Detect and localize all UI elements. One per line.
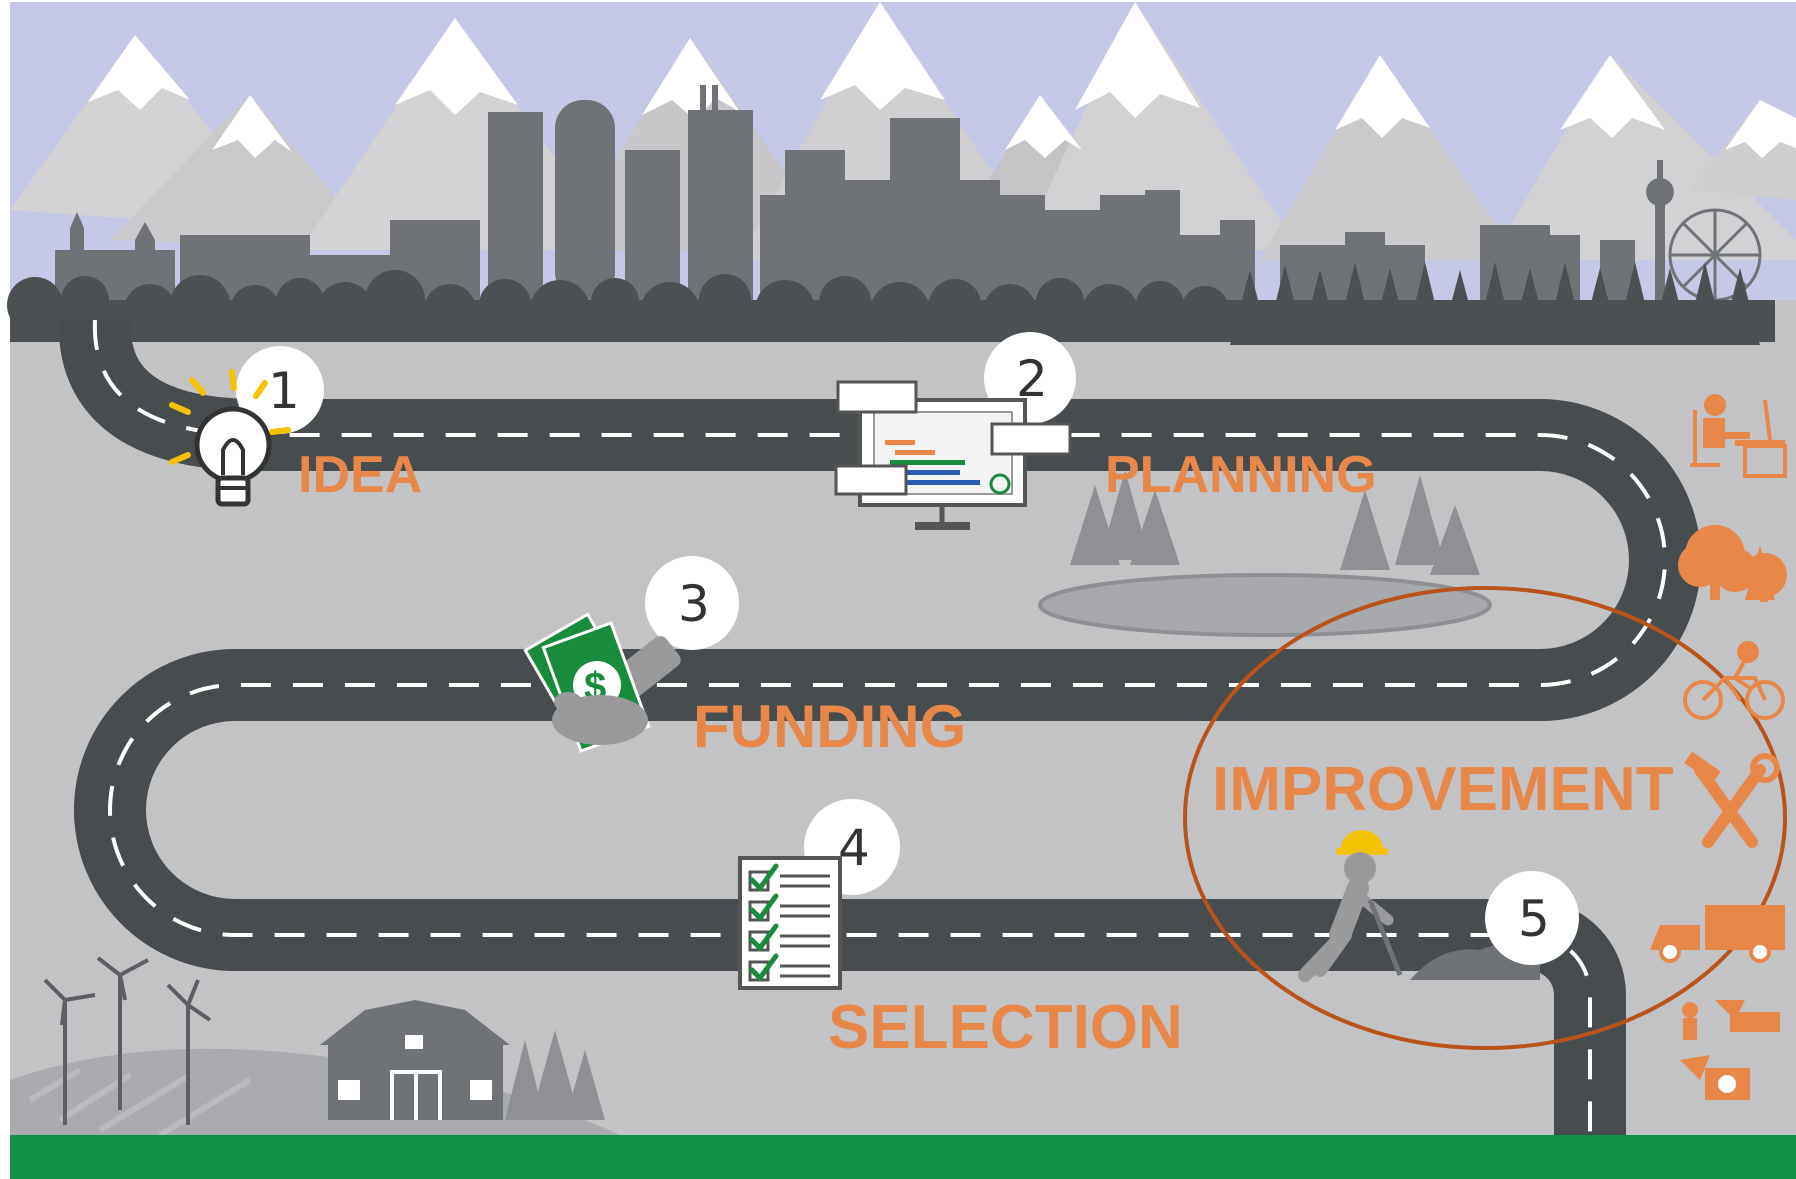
barn-icon xyxy=(320,1000,510,1120)
office-desk-icon xyxy=(1690,394,1787,478)
right-side-icons xyxy=(1650,394,1787,1100)
hammer-wrench-icon xyxy=(1684,751,1780,848)
stage-3-number: 3 xyxy=(678,575,710,633)
ferris-wheel-icon xyxy=(1668,208,1762,302)
stage-planning: 2 PLANNING xyxy=(834,332,1377,530)
stage-funding: 3 $ FUNDING xyxy=(523,556,966,760)
money-hand-icon: $ xyxy=(523,612,681,753)
grass-strip xyxy=(10,1135,1796,1179)
lightbulb-icon xyxy=(169,369,291,507)
stage-3-label: FUNDING xyxy=(693,693,966,760)
tree-line xyxy=(7,262,1775,345)
pine-trees-center xyxy=(1070,470,1480,575)
wind-turbines-icon xyxy=(43,956,212,1125)
stage-4-label: SELECTION xyxy=(828,993,1183,1062)
stage-1-label: IDEA xyxy=(298,446,422,504)
checklist-icon xyxy=(738,856,842,990)
stage-improvement: 5 IMPROVEMENT xyxy=(1183,586,1787,1050)
construction-worker-icon xyxy=(1298,830,1403,982)
stage-1-badge xyxy=(236,346,324,434)
pine-trees-barn xyxy=(505,1030,605,1120)
stage-idea: 1 IDEA xyxy=(169,346,422,507)
stage-1-number: 1 xyxy=(268,362,300,420)
orange-trees-icon xyxy=(1678,525,1787,602)
stage-3-badge xyxy=(645,556,739,650)
gantt-monitor-icon xyxy=(834,380,1072,530)
stage-selection: 4 SELECTION xyxy=(738,799,1183,1062)
stage-5-badge xyxy=(1485,871,1579,965)
recycle-colorado-icon xyxy=(1680,1000,1780,1100)
cyclist-icon xyxy=(1683,641,1785,720)
stage-5-number: 5 xyxy=(1518,890,1550,948)
stage-4-number: 4 xyxy=(838,819,870,877)
stage-2-label: PLANNING xyxy=(1105,446,1377,504)
truck-icon xyxy=(1650,905,1785,963)
highlight-ellipse xyxy=(1183,586,1787,1050)
stage-5-label: IMPROVEMENT xyxy=(1212,755,1674,824)
road-center-line xyxy=(92,319,1667,1150)
pond xyxy=(1038,573,1492,637)
